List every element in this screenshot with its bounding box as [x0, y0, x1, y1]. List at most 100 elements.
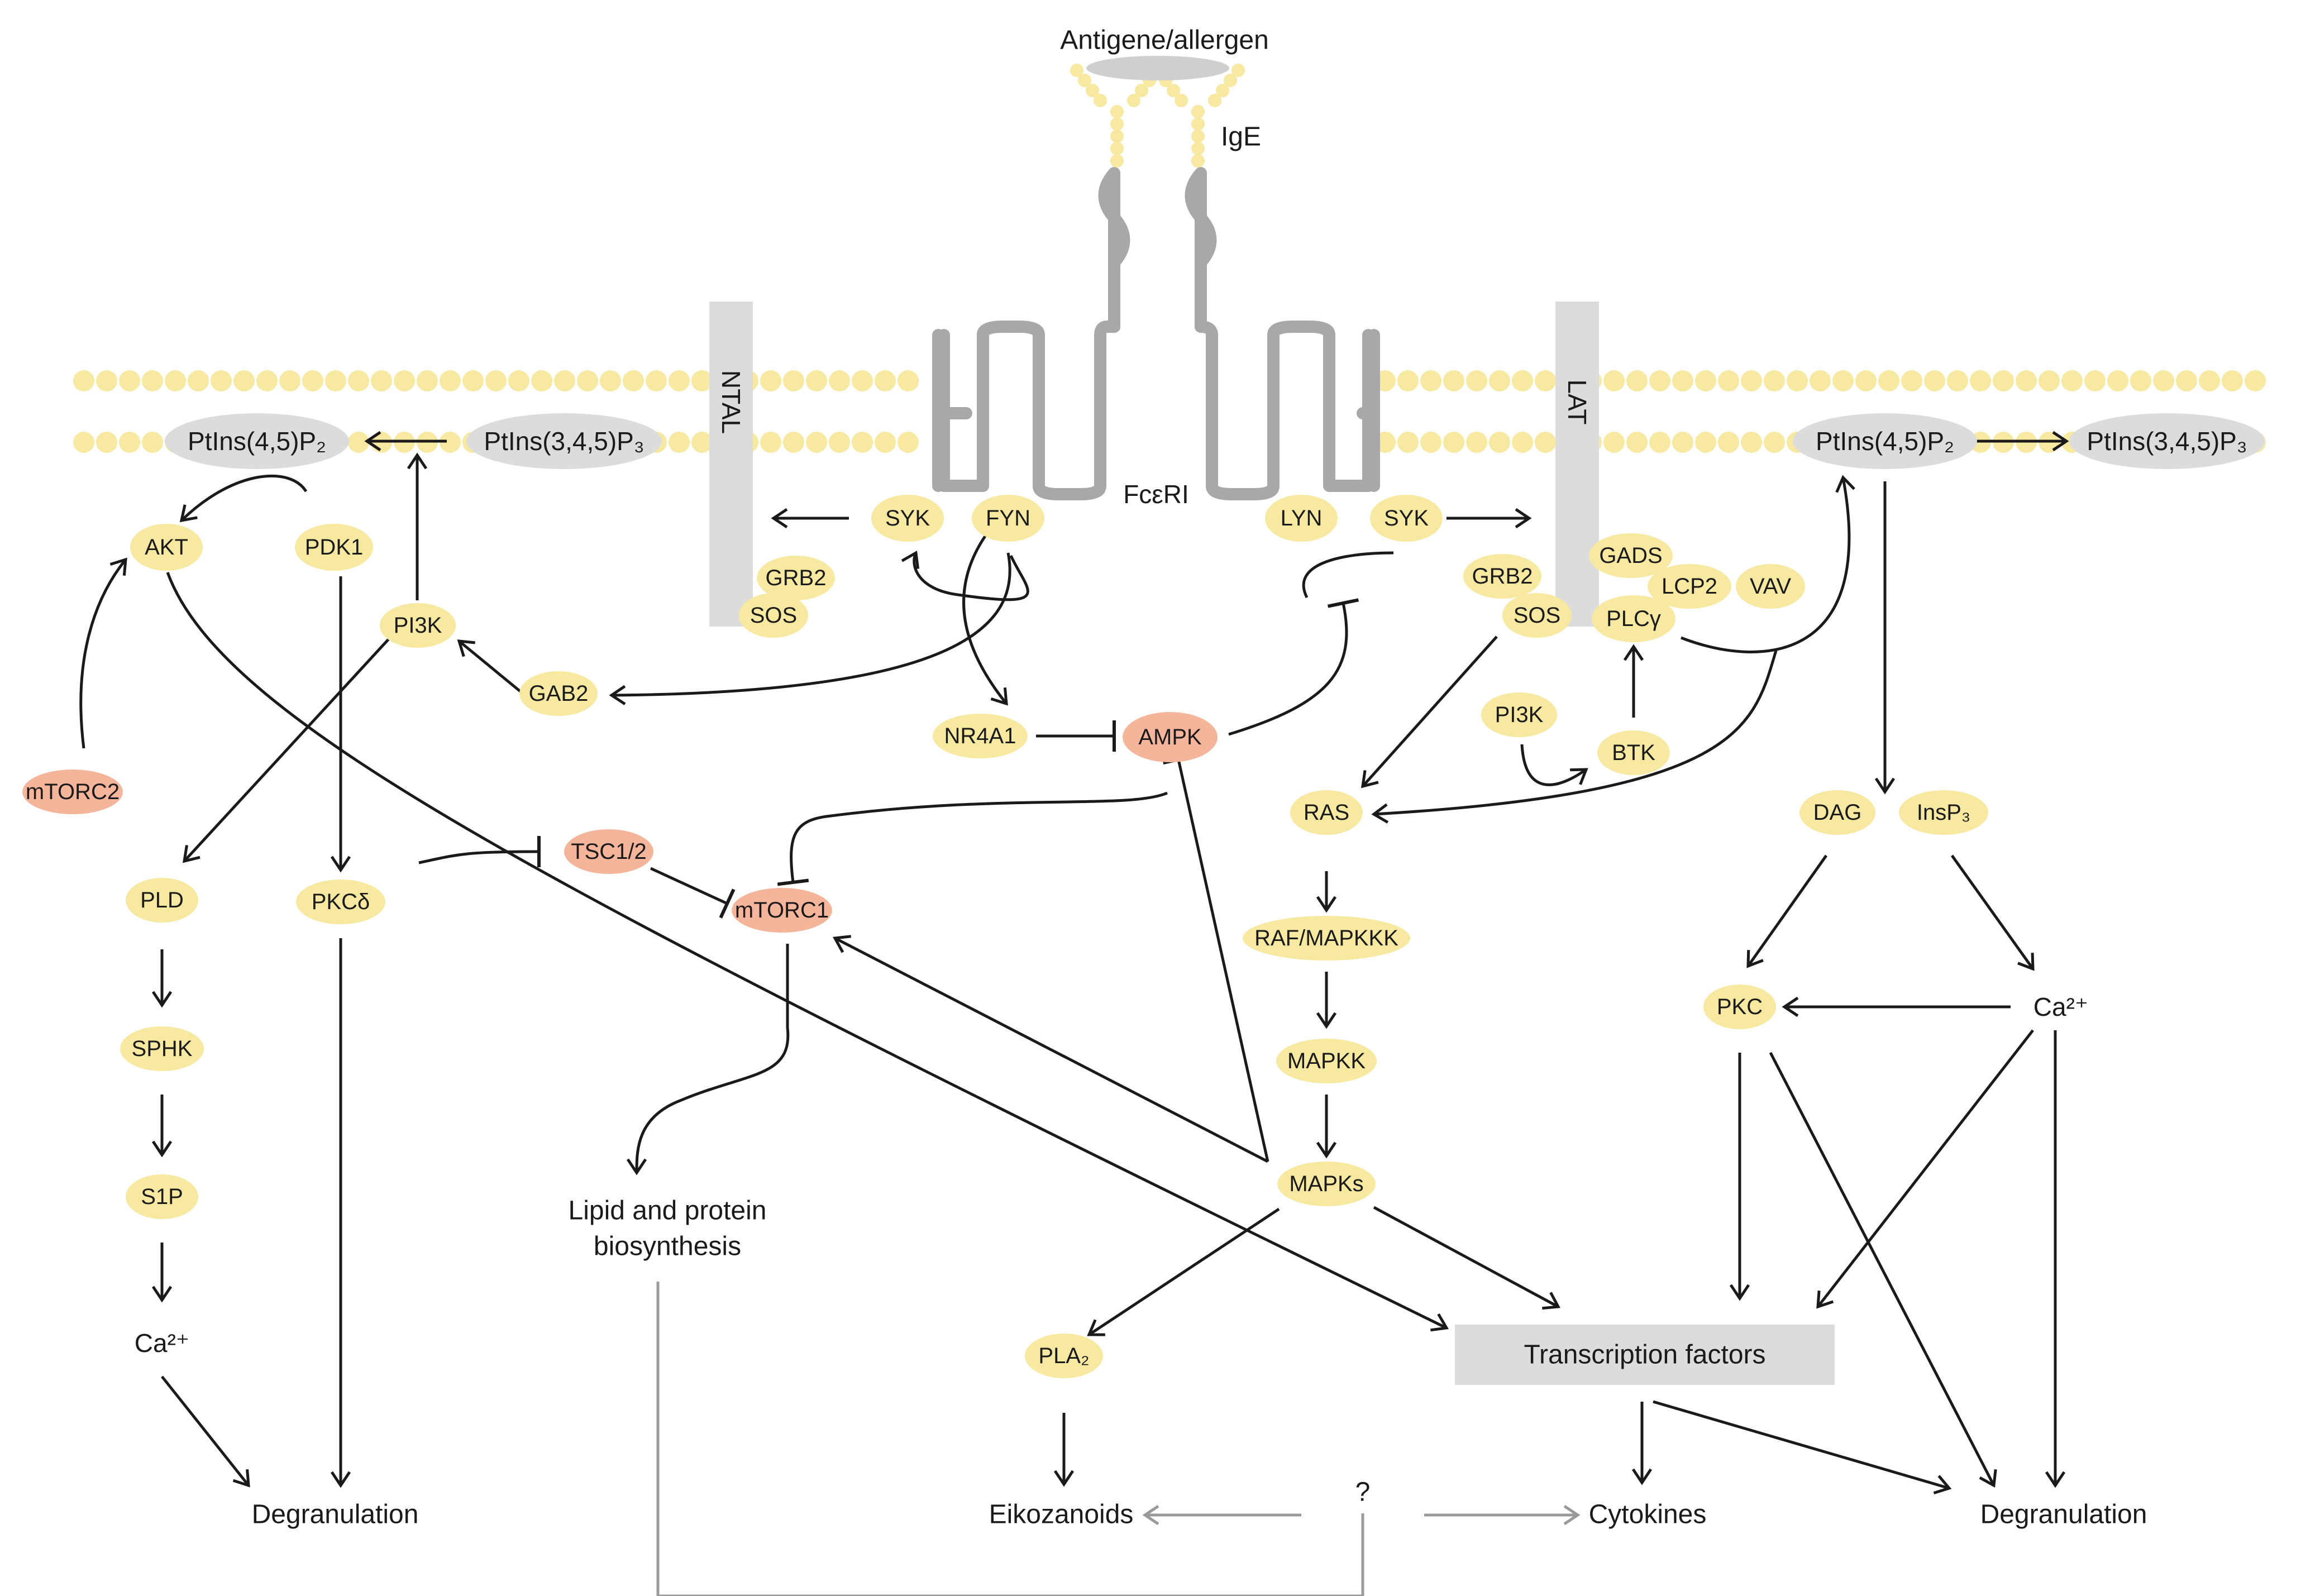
s1p-node [126, 1174, 198, 1219]
lipid-bead [2039, 370, 2060, 391]
right-syk-node [1370, 495, 1443, 542]
nr4a1-node [933, 714, 1028, 758]
lipid-bead [1649, 370, 1670, 391]
ige-bead [1208, 94, 1221, 107]
lipid-bead [2176, 370, 2197, 391]
lipid-bead [829, 432, 850, 453]
lipid-bead [1603, 370, 1625, 391]
mapkk-label: MAPKK [1287, 1049, 1366, 1073]
ige-bead [1191, 130, 1205, 143]
pkc-node [1703, 985, 1776, 1029]
left-syk-label: SYK [885, 506, 930, 531]
pkc-label: PKC [1717, 995, 1763, 1019]
ige-antibody [1070, 64, 1245, 168]
lcp2-label: LCP2 [1662, 574, 1717, 599]
plcg-node [1592, 595, 1675, 642]
lipid-bead [462, 370, 484, 391]
lipid-bead [1466, 432, 1487, 453]
lipid-bead [119, 370, 140, 391]
mtorc1-label: mTORC1 [735, 898, 829, 923]
lipid-bead [1970, 370, 1991, 391]
sphk-node [120, 1026, 204, 1071]
tsc-label: TSC1/2 [571, 839, 647, 864]
left-pip2-node [165, 413, 349, 469]
lipid-bead [1397, 370, 1419, 391]
pld-node [126, 878, 198, 923]
ige-bead [1135, 84, 1148, 97]
lipid-bead [806, 370, 827, 391]
lipid-bead [2084, 370, 2106, 391]
lipid-bead [1420, 370, 1441, 391]
lipid-bead [600, 370, 621, 391]
lipid-bead [531, 370, 552, 391]
lipid-bead [1626, 370, 1648, 391]
lipid-bead [898, 432, 919, 453]
lipid-bead [1787, 370, 1808, 391]
lipid-bead [1855, 370, 1877, 391]
lipid-bead [188, 370, 209, 391]
fceri-label: FcεRI [1123, 480, 1189, 509]
ige-bead [1191, 117, 1205, 131]
raf-node [1243, 916, 1410, 961]
right-pip3-label: PtIns(3,4,5)P₃ [2087, 427, 2247, 456]
lipid-bead [852, 432, 873, 453]
right-syk-label: SYK [1384, 506, 1429, 531]
lipid-bead [1443, 370, 1464, 391]
lipid-bead [1695, 432, 1716, 453]
lipid-bead [852, 370, 873, 391]
left-syk-node [871, 495, 944, 542]
ige-bead [1110, 117, 1124, 131]
left-grb2-node [757, 556, 835, 600]
lipid-bead [1993, 370, 2014, 391]
tsc-node [564, 829, 653, 874]
fceri-receptor [932, 167, 1380, 500]
lipid-bead [302, 370, 323, 391]
lipid-bead [829, 370, 850, 391]
ige-bead [1175, 94, 1188, 107]
ige-bead [1110, 130, 1124, 143]
lipid-bead [1741, 370, 1762, 391]
lipid-bead [875, 432, 896, 453]
transcription-factors-label: Transcription factors [1524, 1340, 1765, 1370]
ige-bead [1078, 74, 1091, 87]
nr4a1-label: NR4A1 [944, 724, 1016, 748]
lipid-bead [348, 432, 369, 453]
ige-bead [1070, 64, 1083, 77]
ras-node [1290, 790, 1363, 835]
mapks-node [1277, 1162, 1376, 1206]
lipid-bead [1764, 432, 1785, 453]
lipid-bead [279, 370, 300, 391]
ntal-label: NTAL [717, 370, 746, 434]
lipid-bead [1535, 432, 1556, 453]
lipid-bead [485, 370, 507, 391]
lipid-bead [1947, 370, 1968, 391]
gads-node [1589, 533, 1673, 578]
lipid-bead [73, 370, 94, 391]
akt-label: AKT [145, 535, 188, 560]
ige-bead [1167, 84, 1180, 97]
lipid-bead [1718, 432, 1739, 453]
left-grb2-label: GRB2 [766, 566, 827, 590]
right-pi3k-label: PI3K [1495, 703, 1544, 727]
left-degranulation-label: Degranulation [252, 1500, 419, 1530]
lcp2-node [1648, 564, 1731, 609]
lipid-bead [669, 370, 690, 391]
mapkk-node [1276, 1039, 1377, 1083]
lipid-bead [1512, 432, 1533, 453]
left-pip2-label: PtIns(4,5)P₂ [188, 427, 326, 456]
left-sos-node [739, 593, 808, 638]
pla2-label: PLA₂ [1038, 1344, 1089, 1368]
right-pip2-label: PtIns(4,5)P₂ [1816, 427, 1954, 456]
dag-label: DAG [1813, 800, 1862, 825]
lipid-bead [783, 370, 804, 391]
lipid-bead [1489, 432, 1510, 453]
right-degranulation-label: Degranulation [1980, 1500, 2147, 1530]
ige-bead [1110, 105, 1124, 118]
lipid-bead [1626, 432, 1648, 453]
ige-bead [1086, 84, 1099, 97]
lipid-bead [165, 370, 186, 391]
pkcd-label: PKCδ [312, 890, 370, 914]
ige-bead [1094, 94, 1107, 107]
